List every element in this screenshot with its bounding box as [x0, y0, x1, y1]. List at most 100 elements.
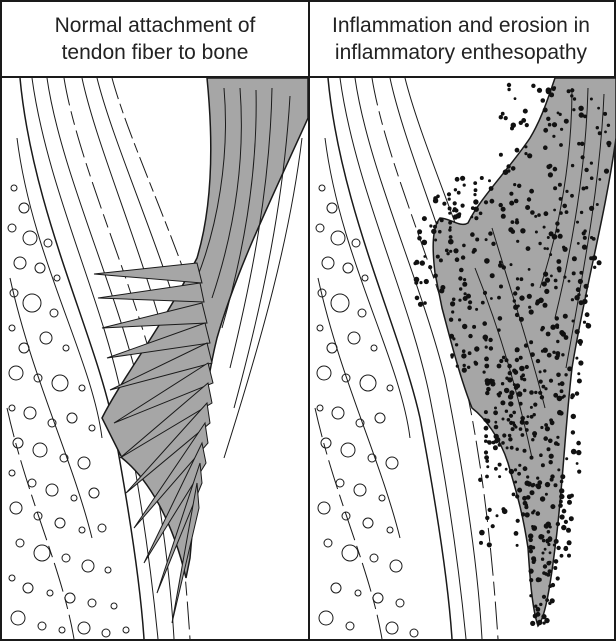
- inflammatory-cell: [531, 438, 534, 441]
- inflammatory-cell: [509, 201, 514, 206]
- inflammatory-cell: [479, 541, 483, 545]
- inflammatory-cell: [571, 449, 577, 455]
- inflammatory-cell: [462, 324, 467, 329]
- inflammatory-cell: [549, 526, 552, 529]
- inflammatory-cell: [519, 427, 523, 431]
- inflammatory-cell: [521, 433, 525, 437]
- inflammatory-cell: [559, 197, 563, 201]
- inflammatory-cell: [565, 210, 569, 214]
- inflammatory-cell: [487, 440, 492, 445]
- inflammatory-cell: [598, 131, 602, 135]
- inflammatory-cell: [414, 281, 418, 285]
- inflammatory-cell: [570, 194, 574, 198]
- inflammatory-cell: [536, 577, 541, 582]
- inflammatory-cell: [571, 298, 574, 301]
- inflammatory-cell: [485, 238, 488, 241]
- inflammatory-cell: [481, 301, 485, 305]
- inflammatory-cell: [497, 364, 502, 369]
- inflammatory-cell: [563, 314, 568, 319]
- inflammatory-cell: [531, 511, 534, 514]
- inflammatory-cell: [458, 318, 461, 321]
- inflammatory-cell: [590, 162, 593, 165]
- inflammatory-cell: [511, 229, 516, 234]
- inflammatory-cell: [531, 84, 535, 88]
- inflammatory-cell: [549, 231, 554, 236]
- inflammatory-cell: [499, 203, 503, 207]
- inflammatory-cell: [536, 511, 541, 516]
- inflammatory-cell: [546, 247, 549, 250]
- inflammatory-cell: [546, 117, 550, 121]
- inflammatory-cell: [550, 504, 555, 509]
- inflammatory-cell: [578, 279, 583, 284]
- inflammatory-cell: [514, 481, 517, 484]
- inflammatory-cell: [467, 305, 472, 310]
- inflammatory-cell: [526, 246, 531, 251]
- inflammatory-cell: [530, 210, 535, 215]
- inflammatory-cell: [504, 116, 508, 120]
- inflammatory-cell: [529, 309, 534, 314]
- inflammatory-cell: [543, 226, 546, 229]
- inflammatory-cell: [483, 418, 487, 422]
- inflammatory-cell: [557, 468, 560, 471]
- inflammatory-cell: [501, 112, 505, 116]
- inflammatory-cell: [558, 503, 563, 508]
- inflammatory-cell: [455, 343, 458, 346]
- inflammatory-cell: [576, 462, 579, 465]
- inflammatory-cell: [567, 500, 572, 505]
- inflammatory-cell: [582, 231, 586, 235]
- inflammatory-cell: [488, 179, 491, 182]
- inflammatory-cell: [550, 275, 553, 278]
- inflammatory-cell: [555, 316, 559, 320]
- inflammatory-cell: [440, 218, 444, 222]
- inflammatory-cell: [501, 441, 505, 445]
- inflammatory-cell: [593, 266, 596, 269]
- inflammatory-cell: [547, 353, 552, 358]
- inflammatory-cell: [559, 494, 564, 499]
- inflammatory-cell: [475, 238, 479, 242]
- inflammatory-cell: [498, 263, 503, 268]
- inflammatory-cell: [562, 509, 567, 514]
- inflammatory-cell: [527, 415, 530, 418]
- inflammatory-cell: [592, 255, 597, 260]
- inflammatory-cell: [517, 488, 522, 493]
- inflammatory-cell: [547, 530, 551, 534]
- inflammatory-cell: [604, 131, 607, 134]
- inflammatory-cell: [543, 108, 548, 113]
- inflammatory-cell: [556, 546, 560, 550]
- inflammatory-cell: [495, 437, 500, 442]
- inflammatory-cell: [499, 285, 503, 289]
- inflammatory-cell: [462, 244, 466, 248]
- inflammatory-cell: [483, 335, 489, 341]
- panel-title-normal: Normal attachment of tendon fiber to bon…: [2, 2, 308, 76]
- inflammatory-cell: [483, 371, 486, 374]
- inflammatory-cell: [529, 594, 532, 597]
- inflammatory-cell: [494, 407, 497, 410]
- inflammatory-cell: [557, 266, 562, 271]
- inflammatory-cell: [473, 193, 476, 196]
- inflammatory-cell: [572, 271, 576, 275]
- inflammatory-cell: [462, 368, 467, 373]
- inflammatory-cell: [597, 107, 600, 110]
- inflammatory-cell: [532, 525, 538, 531]
- inflammatory-cell: [473, 181, 477, 185]
- inflammatory-cell: [520, 277, 524, 281]
- inflammatory-cell: [423, 255, 426, 258]
- inflammatory-cell: [459, 268, 464, 273]
- inflammatory-cell: [439, 258, 443, 262]
- bone-outline: [20, 78, 144, 639]
- inflammatory-cell: [578, 360, 583, 365]
- inflammatory-cell: [597, 260, 602, 265]
- inflammatory-cell: [561, 353, 564, 356]
- inflammatory-cell: [449, 250, 452, 253]
- inflammatory-cell: [491, 242, 495, 246]
- inflammatory-cell: [555, 323, 559, 327]
- inflammatory-cell: [529, 390, 534, 395]
- inflammatory-cell: [510, 446, 514, 450]
- inflammatory-cell: [524, 505, 528, 509]
- inflammatory-cell: [571, 414, 576, 419]
- inflammatory-cell: [424, 279, 429, 284]
- inflammatory-cell: [576, 287, 581, 292]
- inflammatory-cell: [463, 364, 466, 367]
- inflammatory-cell: [544, 387, 547, 390]
- inflammatory-cell: [549, 379, 553, 383]
